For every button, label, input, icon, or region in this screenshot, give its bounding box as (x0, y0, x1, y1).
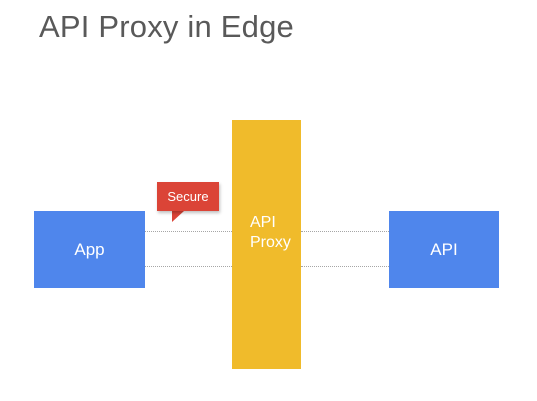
proxy-api-connector-top (301, 231, 389, 232)
secure-callout-pointer (172, 211, 184, 222)
api-label: API (430, 239, 458, 259)
app-label: App (74, 239, 105, 259)
proxy-api-connector-bottom (301, 266, 389, 267)
slide-title: API Proxy in Edge (39, 9, 294, 44)
api-box: API (389, 211, 499, 288)
secure-callout: Secure (157, 182, 219, 211)
app-box: App (34, 211, 145, 288)
api-proxy-label-line1: API (250, 214, 276, 231)
api-proxy-label-line2: Proxy (250, 234, 291, 251)
secure-callout-label: Secure (167, 189, 209, 204)
app-proxy-connector-top (145, 231, 232, 232)
app-proxy-connector-bottom (145, 266, 232, 267)
api-proxy-label: API Proxy (250, 213, 291, 253)
api-proxy-box: API Proxy (232, 120, 301, 369)
